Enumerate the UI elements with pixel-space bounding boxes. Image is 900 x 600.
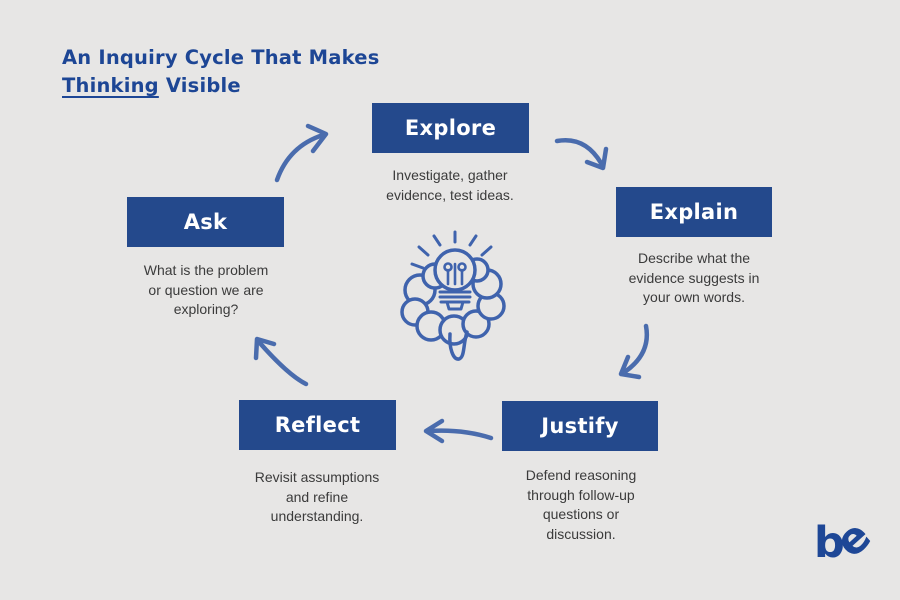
stage-box-justify: Justify [502,401,658,451]
brand-logo-letter-b: b [814,518,845,568]
arrow-explore-to-explain-icon [554,138,609,171]
arrow-justify-to-reflect-icon [423,418,494,444]
stage-description-reflect: Revisit assumptions and refine understan… [254,469,380,524]
stage-box-explore: Explore [372,103,529,153]
brand-logo: be [814,514,886,570]
brain-lightbulb-icon [400,230,506,361]
arrow-ask-to-explore-icon [274,123,329,183]
stage-description-justify: Defend reasoning through follow-up quest… [525,467,637,542]
stage-box-explain: Explain [616,187,772,237]
stage-description-ask: What is the problem or question we are e… [143,262,269,317]
title-line-1: An Inquiry Cycle That Makes [62,46,380,69]
stage-description-explain: Describe what the evidence suggests in y… [628,250,760,305]
page-title: An Inquiry Cycle That Makes Thinking Vis… [62,44,380,100]
title-underlined-word: Thinking [62,74,159,97]
stage-description-explore: Investigate, gather evidence, test ideas… [386,167,514,203]
arrow-explain-to-justify-icon [618,323,650,380]
arrow-reflect-to-ask-icon [253,336,309,387]
title-line-2: Thinking Visible [62,72,380,100]
title-line-2-rest: Visible [158,74,241,97]
stage-box-reflect: Reflect [239,400,396,450]
stage-box-ask: Ask [127,197,284,247]
